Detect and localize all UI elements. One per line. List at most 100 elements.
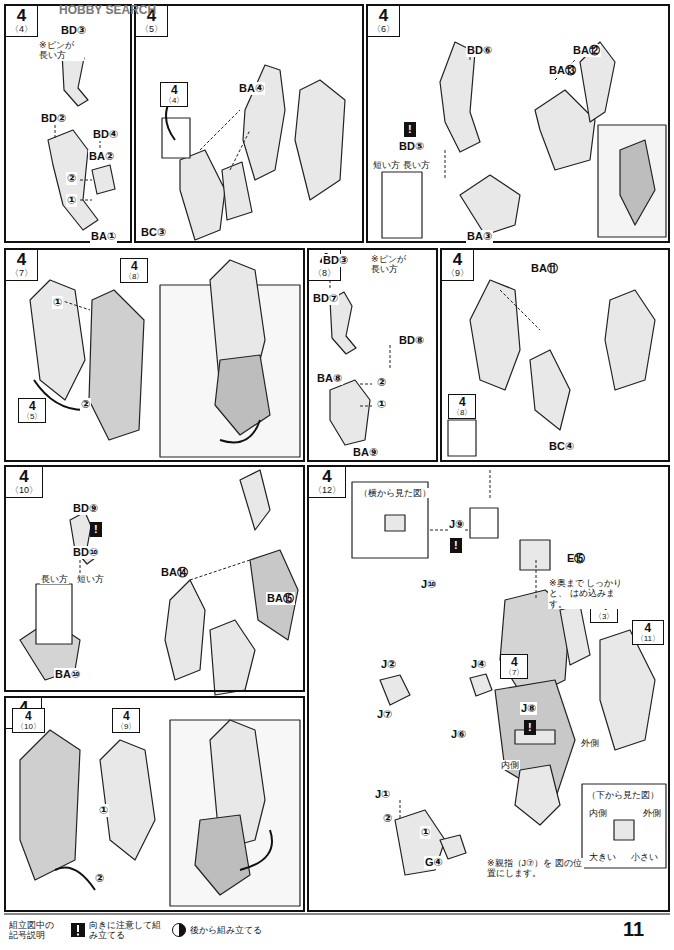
- part-label: BD③: [322, 254, 349, 267]
- note-text: 短い方: [76, 574, 105, 584]
- part-drawing: [20, 42, 666, 906]
- caution-mark: !: [90, 522, 102, 537]
- later-icon: [171, 922, 187, 938]
- sub-step-number: 〈3〉: [594, 613, 614, 621]
- part-label: J⑩: [420, 578, 437, 591]
- step-header: 4〈6〉: [368, 6, 400, 37]
- part-label: BD⑨: [72, 502, 99, 515]
- sub-step-number: 〈5〉: [140, 25, 163, 34]
- part-drawing: [210, 620, 255, 695]
- note-text: （横から見た図）: [358, 488, 432, 498]
- part-label: J④: [470, 658, 487, 671]
- step-header: 4〈8〉: [448, 394, 476, 419]
- part-drawing: [215, 355, 270, 435]
- legend: 向きに注意して組み立てる後から組み立てる: [70, 920, 262, 941]
- part-label: J⑥: [450, 728, 467, 741]
- part-drawing: [34, 100, 272, 890]
- step-panel: 4〈7〉4〈8〉4〈5〉: [4, 248, 305, 462]
- part-label: ②: [376, 376, 387, 389]
- note-text: ※ピンが 長い方: [38, 40, 84, 61]
- part-drawing: [4, 914, 670, 915]
- part-drawing: [614, 820, 634, 840]
- sub-step-number: 〈4〉: [164, 97, 184, 105]
- part-drawing: [620, 140, 655, 225]
- step-panel: 4〈11〉4〈10〉4〈9〉: [4, 696, 305, 912]
- step-reference: 4〈8〉: [120, 258, 148, 283]
- step-header: 4〈9〉: [112, 708, 140, 733]
- step-number: 4: [636, 622, 660, 634]
- part-label: G④: [424, 856, 444, 869]
- part-label: BA①: [90, 230, 117, 243]
- part-label: BD⑦: [312, 292, 339, 305]
- caution-mark: !: [404, 122, 416, 137]
- part-label: J②: [380, 658, 397, 671]
- part-drawing: [605, 290, 655, 390]
- note-text: 長い方: [402, 160, 431, 170]
- step-number: 4: [504, 656, 524, 668]
- step-header: 4〈4〉: [160, 82, 188, 107]
- sub-step-number: 〈10〉: [10, 486, 38, 495]
- part-label: BD⑩: [72, 546, 99, 559]
- step-header: 4〈9〉: [442, 250, 474, 281]
- part-label: BD⑤: [398, 140, 425, 153]
- part-label: BD④: [92, 128, 119, 141]
- step-number: 4: [16, 710, 41, 722]
- part-label: ①: [420, 826, 431, 839]
- part-drawing: [30, 280, 85, 400]
- part-label: J⑨: [448, 518, 465, 531]
- step-header: 4〈7〉: [500, 654, 528, 679]
- part-drawing: [535, 90, 595, 170]
- note-text: 短い方: [372, 160, 401, 170]
- part-drawing: [92, 165, 115, 194]
- sub-step-number: 〈10〉: [16, 723, 41, 731]
- part-drawing: [520, 540, 550, 570]
- caution-mark: !: [524, 720, 536, 735]
- sub-step-number: 〈8〉: [452, 409, 472, 417]
- step-header: 4〈8〉: [120, 258, 148, 283]
- note-text: ※奥まで しっかりと、 はめ込みます。: [548, 578, 626, 609]
- watermark: HOBBY SEARCH: [58, 4, 157, 18]
- part-drawing: [4, 914, 670, 915]
- part-label: BA④: [238, 82, 265, 95]
- part-drawing: [560, 605, 590, 665]
- part-label: BA⑮: [266, 592, 295, 605]
- step-header: 4〈4〉: [6, 6, 38, 37]
- part-label: ①: [376, 398, 387, 411]
- step-number: 4: [124, 260, 144, 272]
- note-text: ※ピンが 長い方: [370, 254, 412, 275]
- part-drawing: [448, 420, 476, 456]
- part-drawing: [20, 730, 80, 880]
- legend-text: 向きに注意して組み立てる: [89, 920, 161, 941]
- part-label: J⑦: [376, 708, 393, 721]
- step-header: 4〈10〉: [12, 708, 45, 733]
- step-number: 4: [313, 468, 341, 485]
- note-text: 小さい: [630, 852, 659, 862]
- part-label: BD③: [60, 24, 87, 37]
- part-drawing: [470, 674, 492, 696]
- part-drawing: [250, 550, 298, 640]
- step-reference: 4〈11〉: [632, 620, 664, 645]
- note-text: ※親指（J⑦）を 図の位置にします。: [486, 858, 584, 879]
- step-number: 4: [10, 468, 38, 485]
- step-number: 4: [10, 251, 33, 268]
- part-drawing: [440, 42, 480, 152]
- step-reference: 4〈9〉: [112, 708, 140, 733]
- step-number: 4: [10, 7, 33, 24]
- part-drawing: [530, 350, 570, 430]
- part-drawing: [200, 110, 250, 170]
- part-label: BD⑧: [398, 334, 425, 347]
- part-drawing: [382, 172, 422, 238]
- part-drawing: [330, 380, 370, 445]
- part-label: E⑮: [566, 552, 586, 565]
- part-label: ①: [98, 804, 109, 817]
- step-number: 4: [446, 251, 469, 268]
- part-drawing: [34, 100, 272, 890]
- part-label: ①: [66, 194, 77, 207]
- part-label: ②: [94, 872, 105, 885]
- note-text: 大きい: [588, 852, 617, 862]
- step-header: 4〈12〉: [309, 467, 346, 498]
- step-reference: 4〈8〉: [448, 394, 476, 419]
- sub-step-number: 〈9〉: [446, 269, 469, 278]
- sub-step-number: 〈5〉: [22, 413, 42, 421]
